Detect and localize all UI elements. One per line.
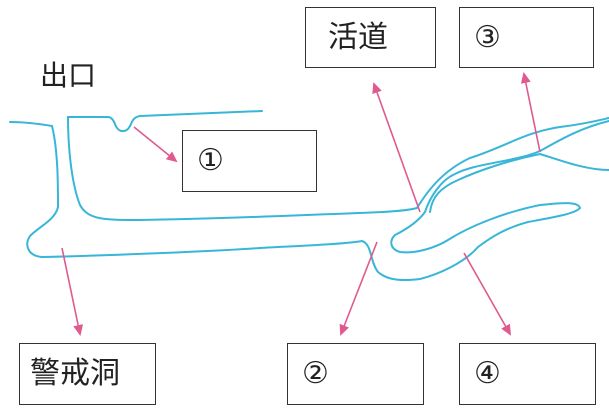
ground-surface-left: [9, 121, 53, 127]
exit-shaft-left-wall: [26, 120, 609, 282]
label-circle3: ③: [474, 19, 501, 55]
label-circle4: ④: [474, 356, 501, 391]
label-box-circle2: ②: [287, 343, 424, 405]
label-jingjiedong: 警戒洞: [30, 356, 120, 391]
label-box-circle1: ①: [182, 130, 317, 192]
label-circle2: ②: [302, 356, 329, 391]
label-circle1: ①: [197, 143, 224, 178]
label-box-huodao: 活道: [305, 7, 436, 68]
ground-surface-right: [67, 110, 263, 133]
label-box-jingjiedong: 警戒洞: [19, 343, 156, 405]
arrow-to-circle1: [133, 126, 178, 163]
tunnel-lines: [9, 110, 609, 282]
label-box-circle4: ④: [459, 343, 596, 405]
exit-label: 出口: [40, 59, 97, 92]
arrow-to-circle3: [520, 72, 541, 153]
arrow-to-circle2: [339, 241, 378, 336]
arrow-to-jingjiedong: [61, 247, 84, 336]
lower-branch-wall: [429, 153, 609, 213]
arrow-to-circle4: [463, 252, 511, 336]
main-passage-upper-wall: [67, 116, 609, 221]
arrow-to-huodao: [372, 82, 421, 213]
label-box-circle3: ③: [459, 7, 594, 68]
pointer-arrows: [61, 72, 541, 336]
label-huodao: 活道: [328, 19, 388, 55]
